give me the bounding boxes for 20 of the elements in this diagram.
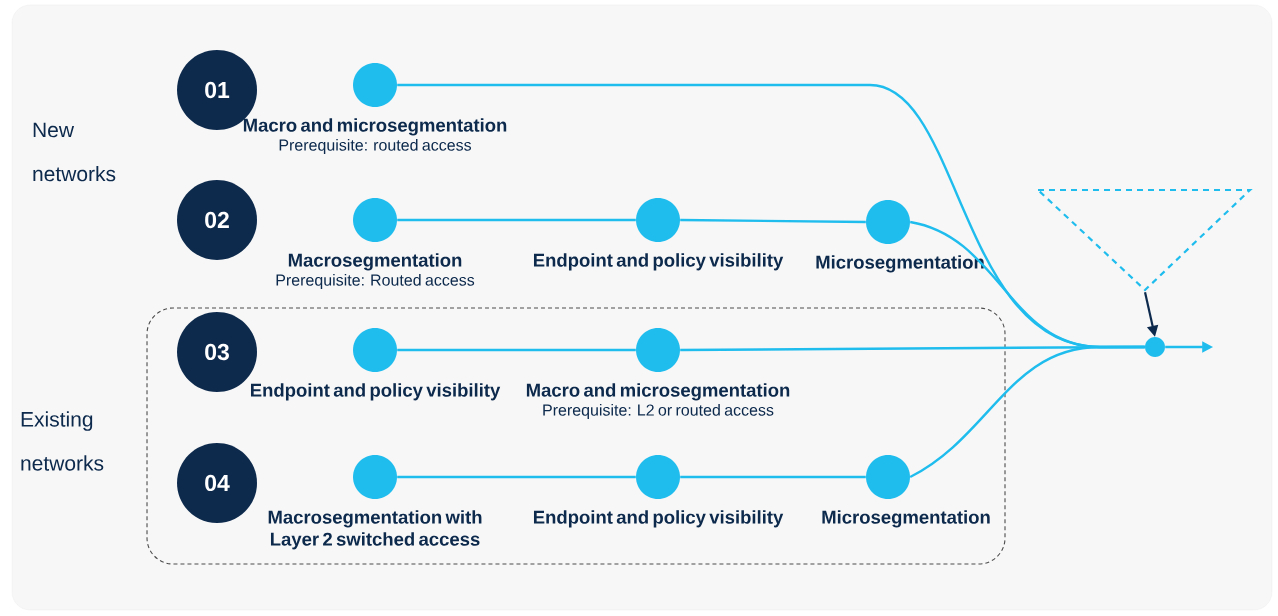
group-label: Existing networks <box>21 411 104 471</box>
connector-line <box>397 475 636 479</box>
connector-line <box>909 345 1145 479</box>
step-title: Microsegmentation <box>816 255 984 273</box>
step-title: Endpoint and policy visibility <box>534 510 784 528</box>
prerequisite-text: Prerequisite: L2 or routed access <box>543 404 774 419</box>
connector-line <box>680 475 866 479</box>
group-label: New networks <box>33 122 116 182</box>
connector-line <box>397 348 636 352</box>
step-title: Macrosegmentation with Layer 2 switched access <box>268 510 482 550</box>
step-title: Endpoint and policy visibility <box>534 253 784 271</box>
step-title: Macrosegmentation <box>288 253 462 271</box>
dashed-group-box <box>146 307 1006 565</box>
prerequisite-text: Prerequisite: Routed access <box>276 274 475 289</box>
prerequisite-text: Prerequisite: routed access <box>279 139 472 154</box>
connector-line <box>680 218 866 224</box>
step-title: Macro and microsegmentation <box>526 383 790 401</box>
connector-line <box>397 218 636 222</box>
step-title: Microsegmentation <box>822 510 990 528</box>
end-dot <box>1145 337 1165 357</box>
